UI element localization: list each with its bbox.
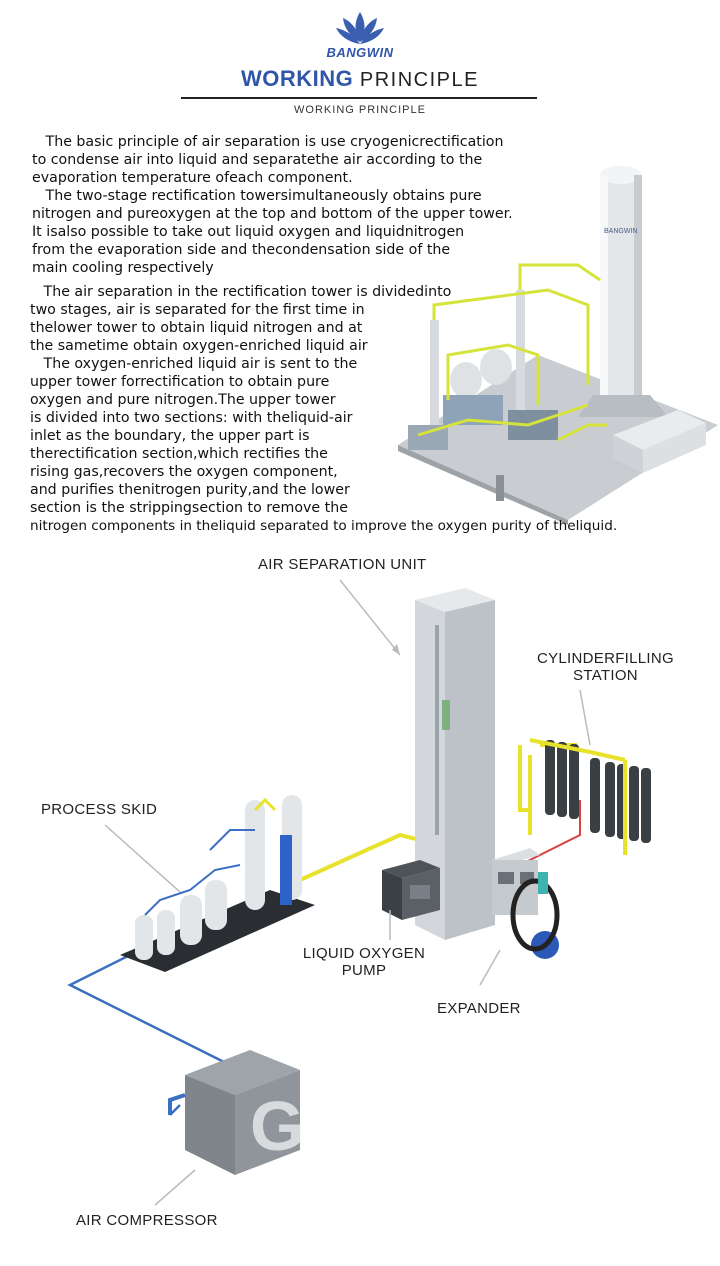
bangwin-logo-icon (336, 12, 384, 44)
text-line: The oxygen-enriched liquid air is sent t… (30, 356, 358, 372)
text-line: The two-stage rectification towersimulta… (32, 188, 482, 204)
text-line: main cooling respectively (32, 260, 214, 276)
text-line: The basic principle of air separation is… (32, 134, 504, 150)
text-line: inlet as the boundary, the upper part is (30, 428, 310, 444)
text-line: section is the strippingsection to remov… (30, 500, 348, 516)
text-line: nitrogen components in theliquid separat… (30, 518, 618, 534)
text-line: is divided into two sections: with theli… (30, 410, 353, 426)
page-title: WORKING PRINCIPLE (0, 66, 720, 92)
text-line: oxygen and pure nitrogen.The upper tower (30, 392, 336, 408)
label-liquid-oxygen-pump: LIQUID OXYGEN PUMP (302, 945, 426, 979)
text-line: two stages, air is separated for the fir… (30, 302, 365, 318)
text-line: from the evaporation side and thecondens… (32, 242, 451, 258)
text-line: rising gas,recovers the oxygen component… (30, 464, 338, 480)
process-flow-diagram: G (67, 579, 651, 1206)
label-cylinder-filling-station: CYLINDERFILLING STATION (536, 650, 675, 684)
text-line: The air separation in the rectification … (30, 284, 452, 300)
label-air-separation-unit: AIR SEPARATION UNIT (258, 556, 427, 573)
page-subtitle: WORKING PRINCIPLE (294, 104, 426, 116)
compressor-letter: G (250, 1087, 304, 1165)
brand-name: BANGWIN (326, 45, 394, 60)
label-air-compressor: AIR COMPRESSOR (76, 1212, 218, 1229)
label-expander: EXPANDER (437, 1000, 521, 1017)
text-line: to condense air into liquid and separate… (32, 152, 483, 168)
text-line: upper tower forrectification to obtain p… (30, 374, 330, 390)
text-line: and purifies thenitrogen purity,and the … (30, 482, 350, 498)
title-rest: PRINCIPLE (359, 69, 479, 91)
title-strong: WORKING (241, 66, 354, 91)
text-line: evaporation temperature ofeach component… (32, 170, 353, 186)
text-line: thelower tower to obtain liquid nitrogen… (30, 320, 363, 336)
air-separation-plant-illustration: BANGWIN (398, 166, 718, 525)
text-line: therectification section,which rectifies… (30, 446, 328, 462)
text-line: the sametime obtain oxygen-enriched liqu… (30, 338, 368, 354)
title-divider (181, 97, 537, 99)
text-line: It isalso possible to take out liquid ox… (32, 224, 465, 240)
text-line: nitrogen and pureoxygen at the top and b… (32, 206, 513, 222)
label-process-skid: PROCESS SKID (41, 801, 158, 818)
tank-label: BANGWIN (604, 228, 637, 235)
